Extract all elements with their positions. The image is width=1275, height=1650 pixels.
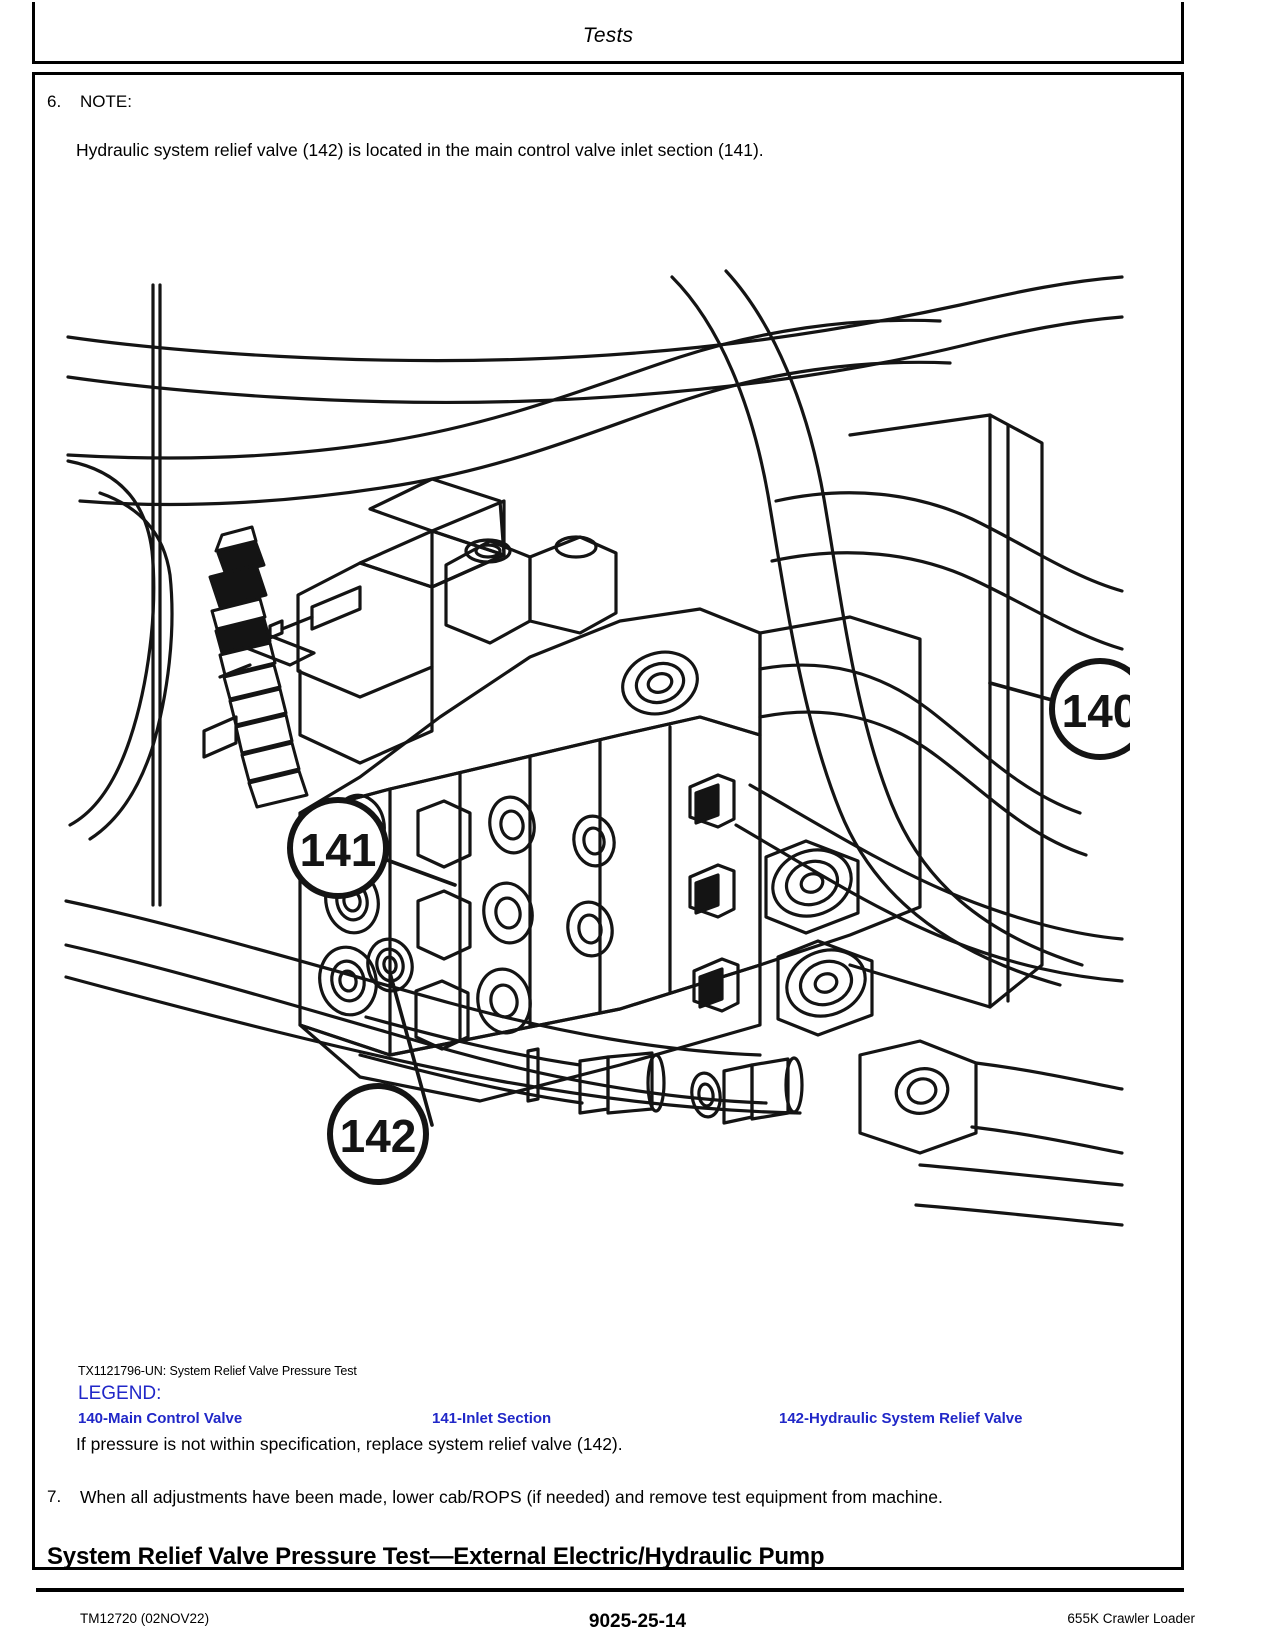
step-6-number: 6. (47, 92, 62, 111)
footer-rule (36, 1588, 1184, 1592)
hydraulic-valve-illustration: 140 141 142 (60, 265, 1130, 1295)
section-heading: System Relief Valve Pressure Test—Extern… (47, 1543, 825, 1570)
legend-item-142: 142-Hydraulic System Relief Valve (779, 1410, 1023, 1427)
figure-caption: TX1121796-UN: System Relief Valve Pressu… (78, 1364, 357, 1378)
callout-141-label: 141 (300, 824, 377, 876)
footer-machine-model: 655K Crawler Loader (1067, 1611, 1195, 1626)
step-7-body: When all adjustments have been made, low… (80, 1487, 943, 1507)
legend-item-140: 140-Main Control Valve (78, 1410, 243, 1427)
page-title: Tests (582, 24, 634, 47)
footer-page-number: 9025-25-14 (588, 1611, 687, 1632)
step-7-number: 7. (47, 1487, 62, 1506)
callout-140-label: 140 (1062, 685, 1130, 737)
figure-note: If pressure is not within specification,… (76, 1434, 623, 1454)
page-body-box (32, 72, 1184, 1570)
step-6-label: NOTE: (80, 92, 132, 111)
footer-manual-number: TM12720 (02NOV22) (80, 1611, 210, 1626)
callout-142-label: 142 (340, 1110, 417, 1162)
step-6-body: Hydraulic system relief valve (142) is l… (76, 140, 764, 160)
legend-title: LEGEND: (78, 1383, 162, 1404)
page-header-box: Tests (32, 2, 1184, 64)
legend-item-141: 141-Inlet Section (432, 1410, 552, 1427)
